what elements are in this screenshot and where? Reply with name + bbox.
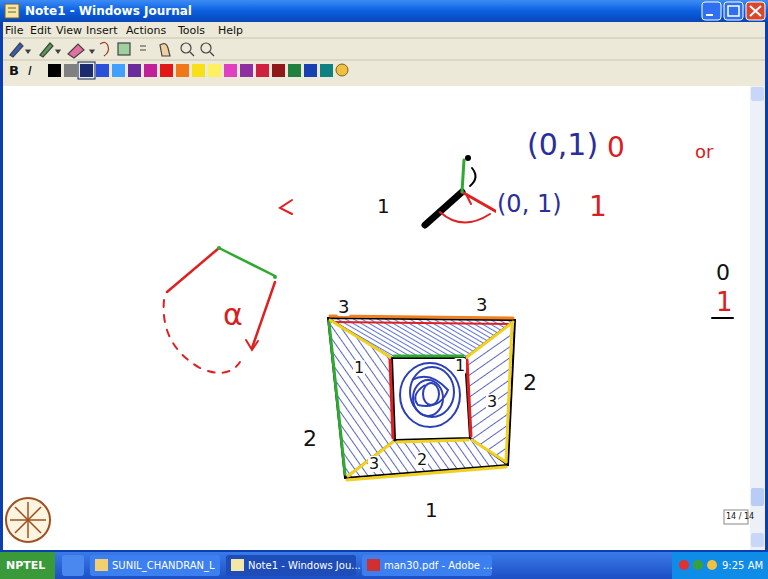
italic-button: I xyxy=(28,64,32,77)
handwritten-digit: 0 xyxy=(606,134,626,162)
menu-item: Tools xyxy=(178,25,205,36)
handwritten-digit: 0 xyxy=(715,262,731,284)
handwritten-digit: 1 xyxy=(715,289,734,315)
clock: 9:25 AM xyxy=(722,561,763,571)
menu-item: Edit xyxy=(30,25,51,36)
color-palette xyxy=(48,62,348,79)
handwritten-digit: 1 xyxy=(588,193,608,221)
taskbar-button: SUNIL_CHANDRAN_L xyxy=(112,561,215,571)
handwritten-pair: (0,1) xyxy=(526,130,599,160)
menu-item: File xyxy=(5,25,23,36)
menu-item: View xyxy=(56,25,82,36)
edge-number: 1 xyxy=(424,500,439,520)
edge-number: 3 xyxy=(475,296,488,314)
edge-number: 1 xyxy=(454,358,466,374)
edge-number: 1 xyxy=(353,360,365,376)
page-counter: 14 / 14 xyxy=(726,513,754,521)
handwritten-pair: (0, 1) xyxy=(496,192,563,216)
menu-item: Help xyxy=(218,25,243,36)
start-button: NPTEL xyxy=(6,560,45,571)
taskbar-button: Note1 - Windows Jou... xyxy=(248,561,361,571)
edge-number: 2 xyxy=(302,428,318,450)
edge-number: 3 xyxy=(337,298,350,316)
menu-item: Insert xyxy=(86,25,118,36)
bold-button: B xyxy=(9,64,19,77)
edge-number: 2 xyxy=(522,372,538,394)
edge-number: 2 xyxy=(416,452,428,468)
edge-number: 3 xyxy=(368,456,380,472)
taskbar-button: man30.pdf - Adobe ... xyxy=(384,561,493,571)
handwritten-word: or xyxy=(694,143,714,161)
menu-item: Actions xyxy=(126,25,166,36)
angle-label: α xyxy=(222,300,244,330)
edge-number: 3 xyxy=(486,394,498,410)
window-title: Note1 - Windows Journal xyxy=(25,5,192,17)
edge-number: 1 xyxy=(376,196,391,216)
